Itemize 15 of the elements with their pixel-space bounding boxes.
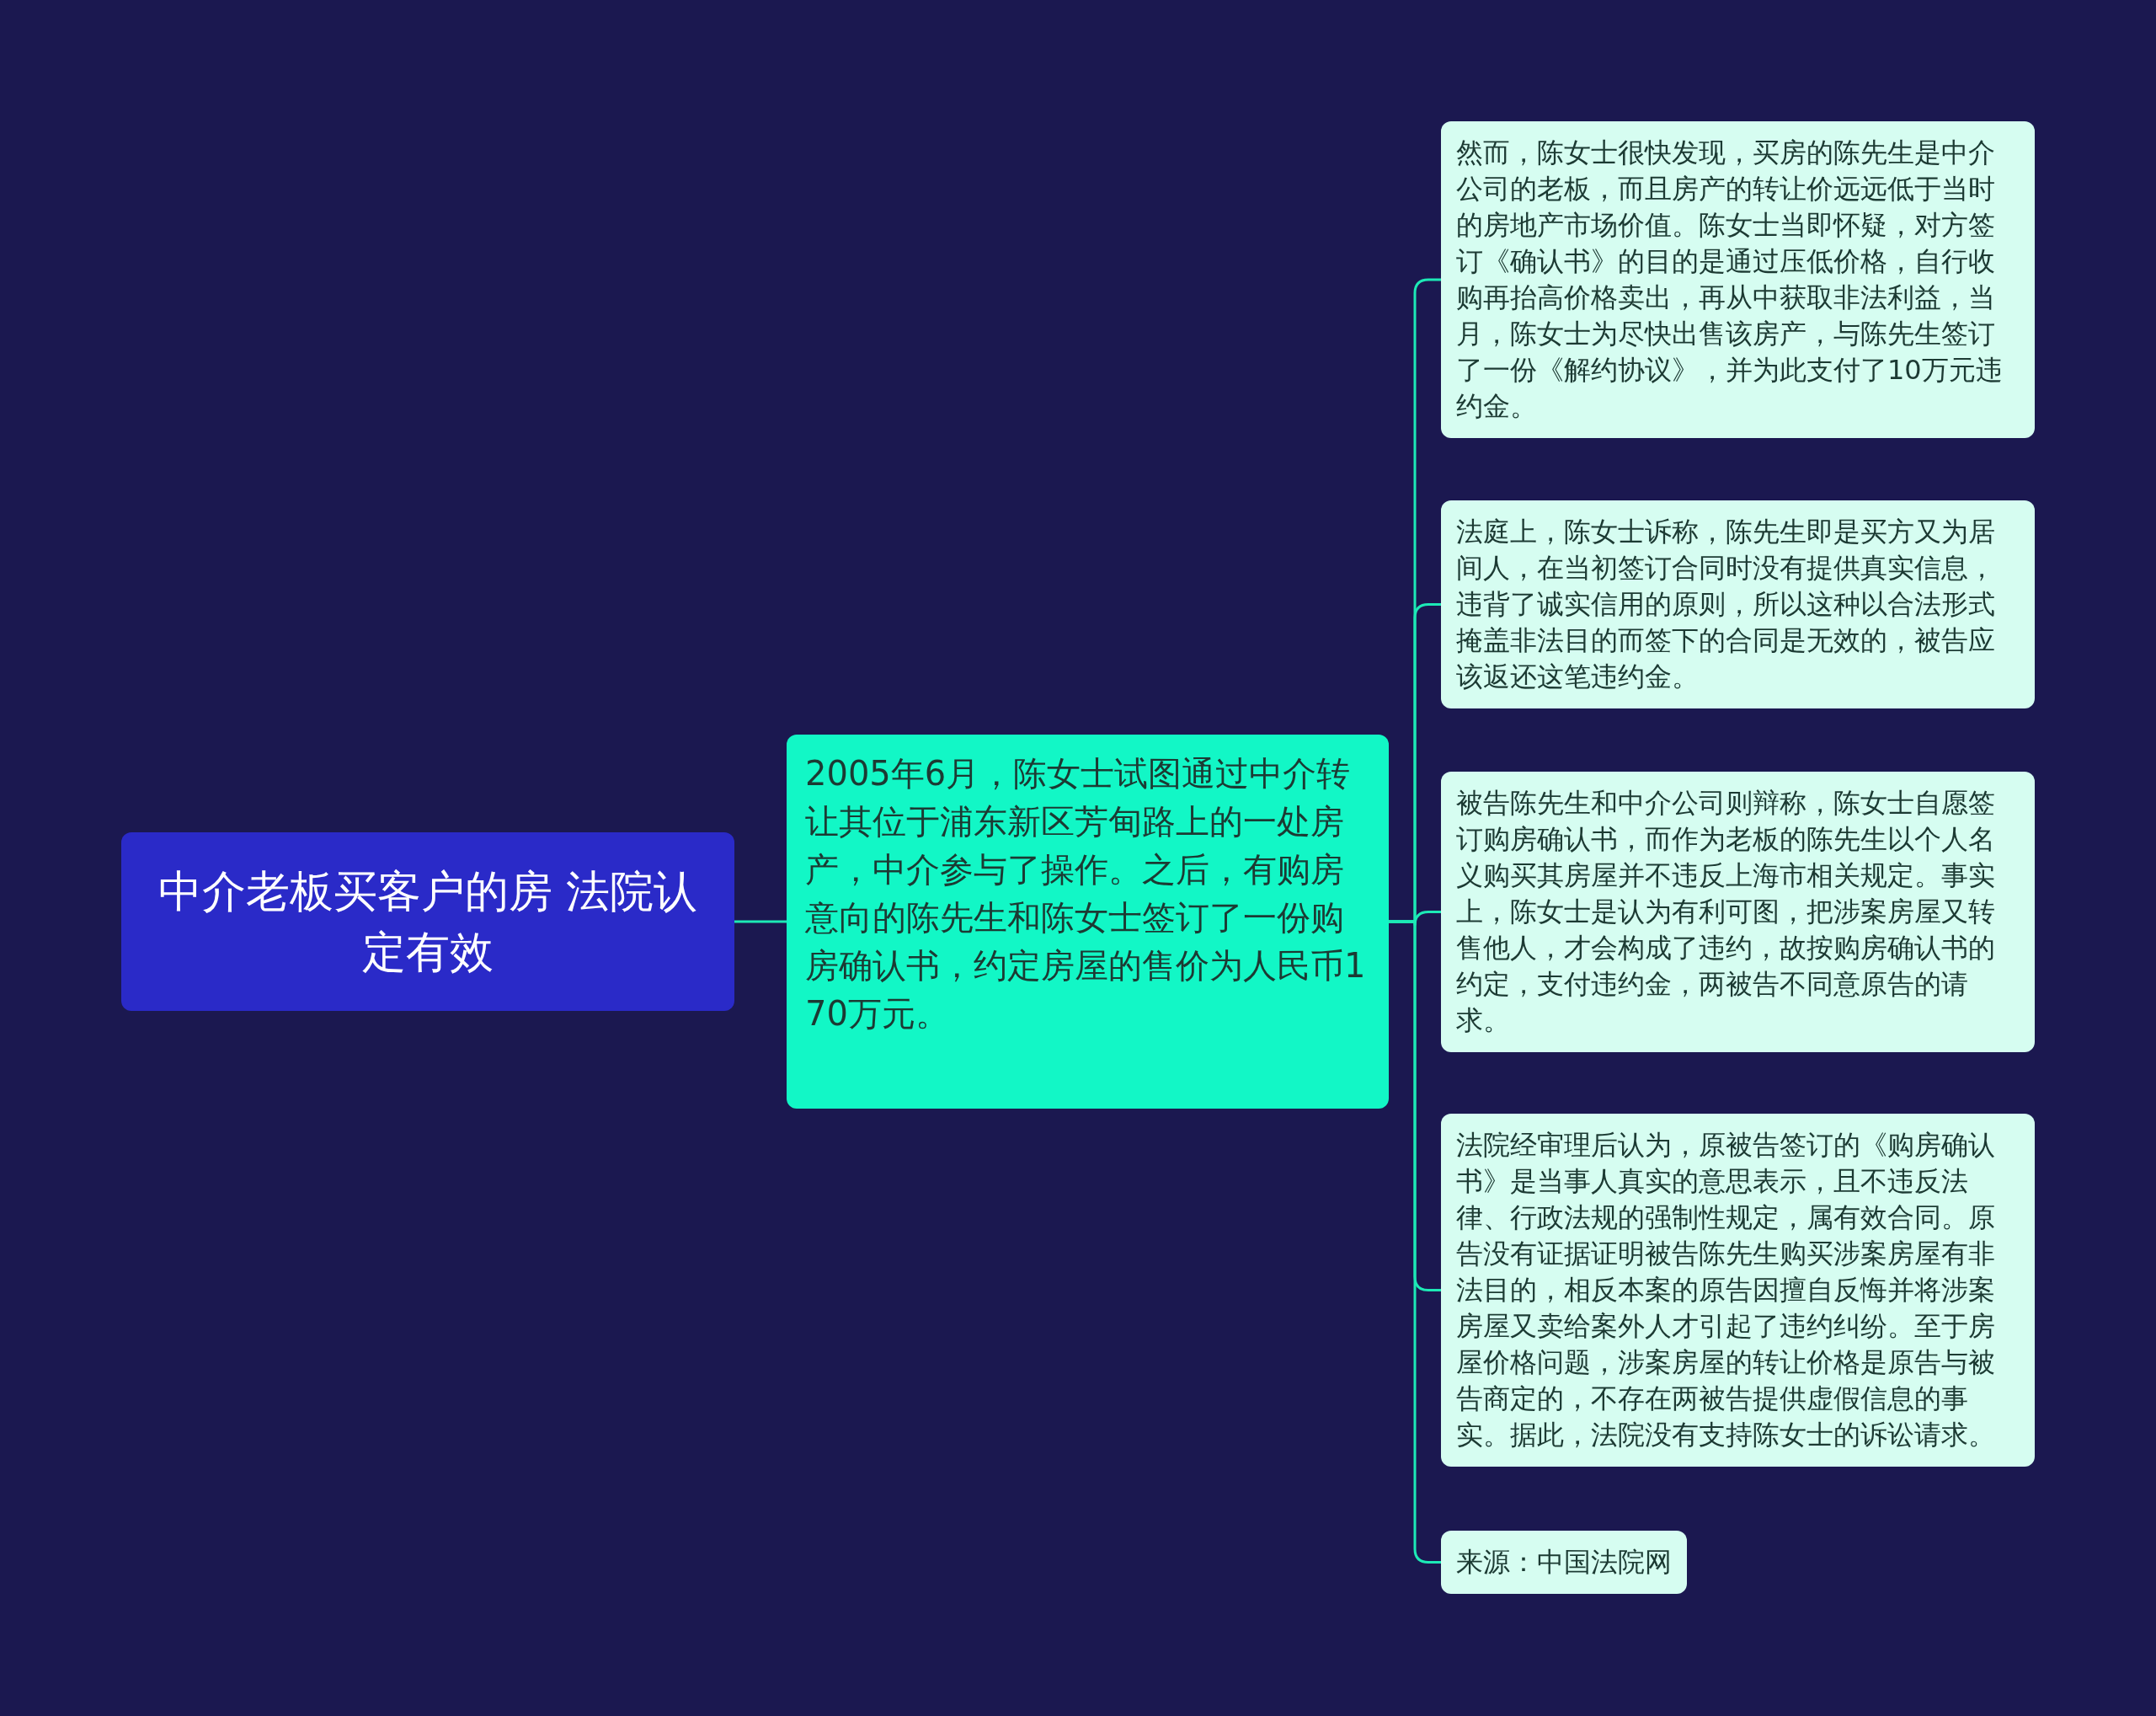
topic-text: 中介老板买客户的房 法院认定有效 [157, 865, 699, 979]
main-topic-box [787, 735, 1389, 1109]
subtopic-box [1441, 500, 2035, 708]
topic-text: 然而，陈女士很快发现，买房的陈先生是中介公司的老板，而且房产的转让价远远低于当时的房地产市场价值。陈女士当即怀疑，对方签订《确认书》的目的是通过压低价格，自行收购再抬高价格卖出，再从中获取非法利益，当月，陈女士为尽快出售该房产，与陈先生签订了一份《解约协议》，并为此支付了10万元违约金。 [1456, 136, 2004, 424]
subtopic-box [1441, 1531, 1687, 1594]
topic-text: 法庭上，陈女士诉称，陈先生即是买方又为居间人，在当初签订合同时没有提供真实信息，违背了诚实信用的原则，所以这种以合法形式掩盖非法目的而签下的合同是无效的，被告应该返还这笔违约金。 [1456, 515, 1996, 694]
subtopic-box [1441, 121, 2035, 438]
topic-text: 法院经审理后认为，原被告签订的《购房确认书》是当事人真实的意思表示，且不违反法律、行政法规的强制性规定，属有效合同。原告没有证据证明被告陈先生购买涉案房屋有非法目的，相反本案的原告因擅自反悔并将涉案房屋又卖给案外人才引起了违约纠纷。至于房屋价格问题，涉案房屋的转让价格是原告与被告商定的，不存在两被告提供虚假信息的事实。据此，法院没有支持陈女士的诉讼请求。 [1456, 1128, 1996, 1452]
topic-text: 来源：中国法院网 [1456, 1545, 1672, 1580]
subtopic-box [1441, 1114, 2035, 1467]
topic-text: 被告陈先生和中介公司则辩称，陈女士自愿签订购房确认书，而作为老板的陈先生以个人名义购买其房屋并不违反上海市相关规定。事实上，陈女士是认为有利可图，把涉案房屋又转售他人，才会构成了违约，故按购房确认书的约定，支付违约金，两被告不同意原告的请求。 [1456, 786, 1996, 1038]
topic-text: 2005年6月，陈女士试图通过中介转让其位于浦东新区芳甸路上的一处房产，中介参与了操作。之后，有购房意向的陈先生和陈女士签订了一份购房确认书，约定房屋的售价为人民币170万元。 [805, 753, 1367, 1034]
subtopic-box [1441, 772, 2035, 1052]
connector-line [734, 920, 787, 923]
root-topic-box [121, 832, 734, 1011]
